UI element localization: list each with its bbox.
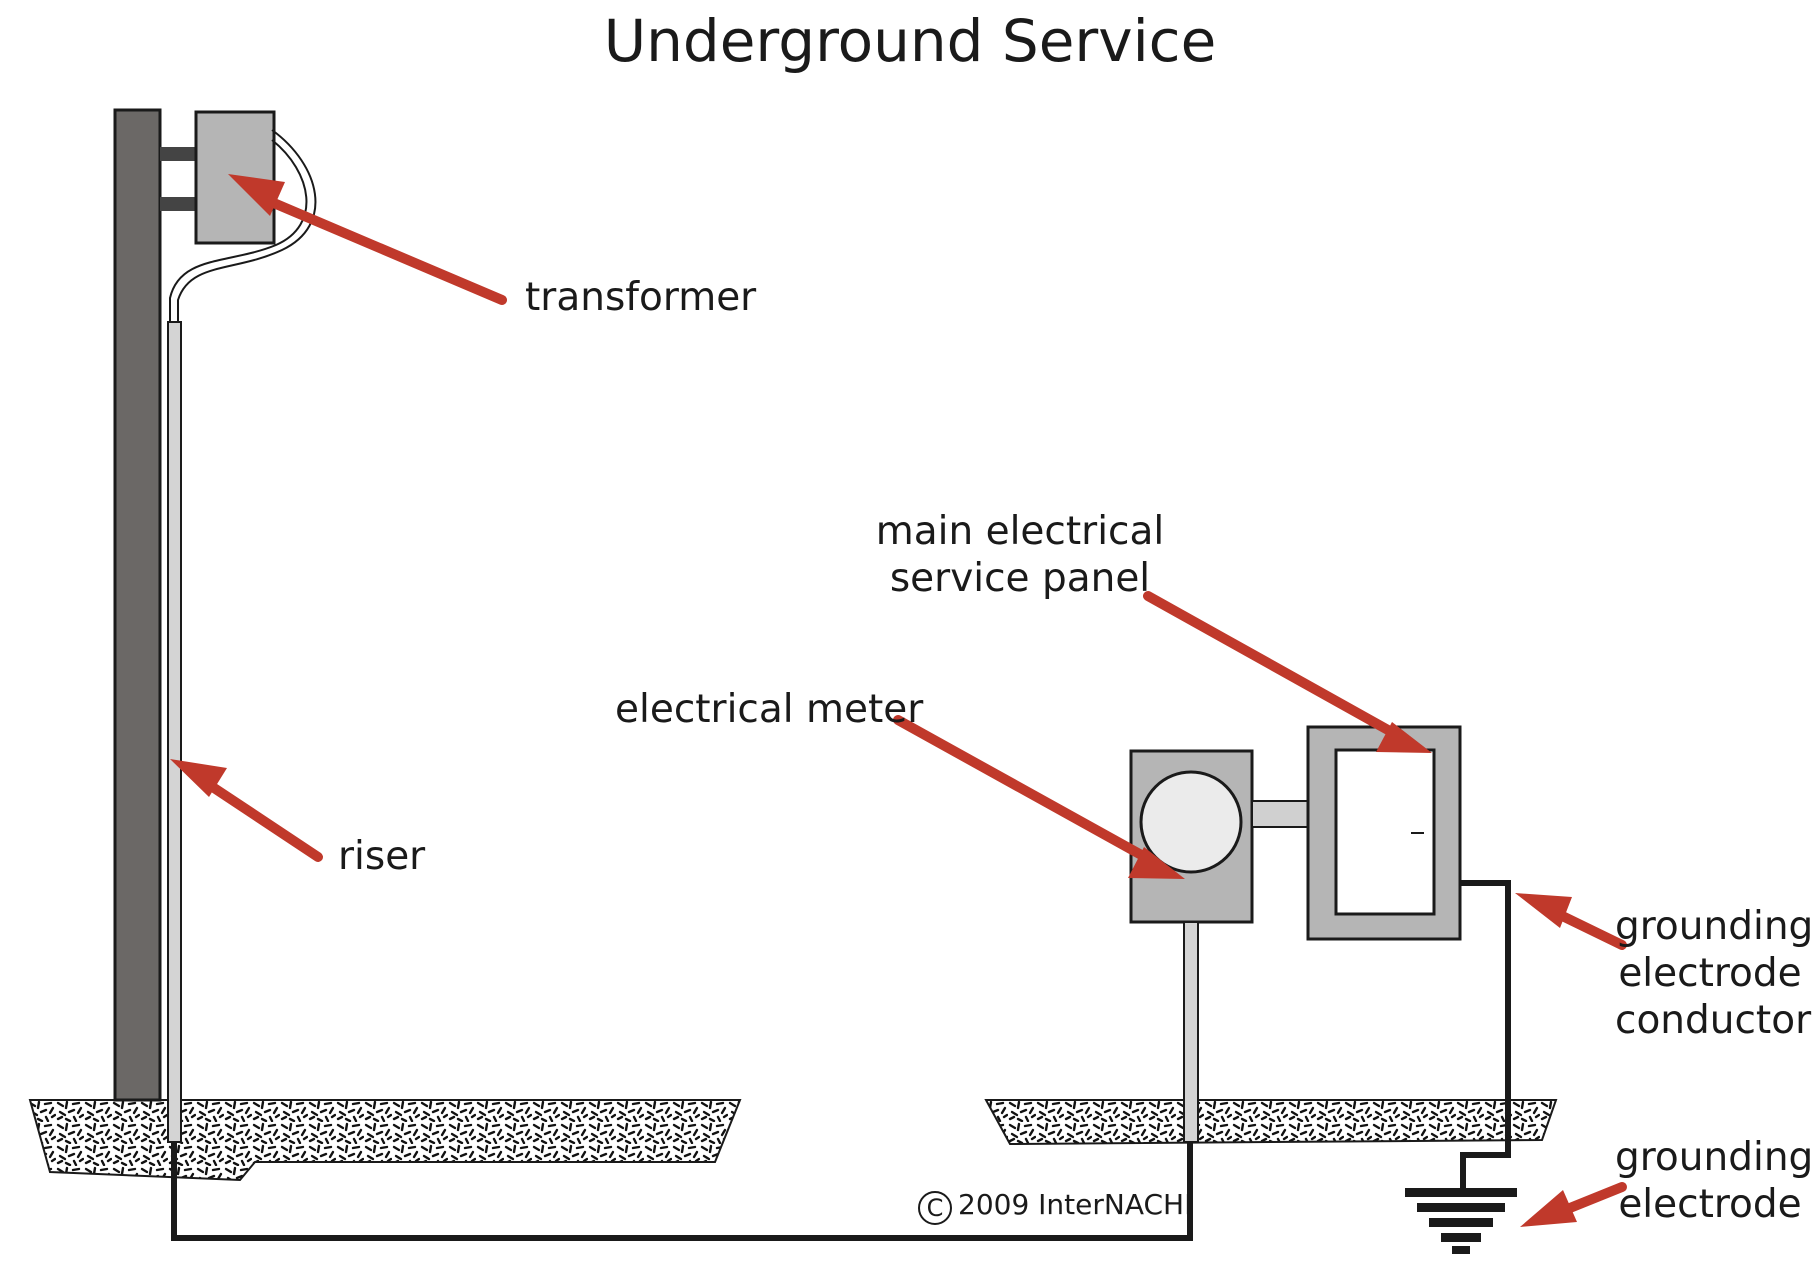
copyright-text: 2009 InterNACHI bbox=[958, 1188, 1193, 1221]
arrow-riser bbox=[170, 759, 323, 862]
label-gec-line3: conductor bbox=[1615, 998, 1812, 1043]
ground-right bbox=[984, 1099, 1558, 1146]
label-main-panel-line2: service panel bbox=[889, 556, 1151, 601]
callout-arrows bbox=[170, 174, 1627, 1227]
utility-pole bbox=[113, 108, 162, 1102]
arrow-grounding-conductor bbox=[1515, 893, 1627, 950]
riser-conduit bbox=[167, 321, 182, 1143]
arrow-grounding-electrode bbox=[1520, 1182, 1627, 1227]
label-gec-line1: grounding bbox=[1615, 904, 1814, 949]
arrow-meter bbox=[893, 715, 1185, 879]
ground-left bbox=[28, 1099, 742, 1182]
meter-conduit bbox=[1183, 921, 1199, 1143]
label-ge-line1: grounding bbox=[1615, 1135, 1814, 1180]
arrow-transformer bbox=[228, 174, 507, 305]
label-riser: riser bbox=[338, 834, 426, 879]
label-gec-line2: electrode bbox=[1618, 951, 1802, 996]
meter-dial bbox=[1139, 770, 1243, 874]
label-transformer: transformer bbox=[525, 275, 757, 320]
label-electrical-meter: electrical meter bbox=[615, 687, 924, 732]
transformer-bracket-bottom bbox=[160, 197, 196, 211]
label-main-panel-line1: main electrical bbox=[875, 509, 1165, 554]
grounding-electrode-symbol bbox=[1405, 1188, 1517, 1254]
meter-panel-connector bbox=[1251, 800, 1309, 828]
underground-wire bbox=[171, 1142, 1193, 1241]
diagram-title: Underground Service bbox=[603, 7, 1217, 75]
transformer-bracket-top bbox=[160, 147, 196, 161]
label-ge-line2: electrode bbox=[1618, 1182, 1802, 1227]
arrow-service-panel bbox=[1143, 591, 1432, 753]
grounding-electrode-conductor bbox=[1460, 880, 1511, 1190]
transformer-wires bbox=[177, 129, 317, 322]
copyright-symbol: C bbox=[918, 1191, 952, 1225]
